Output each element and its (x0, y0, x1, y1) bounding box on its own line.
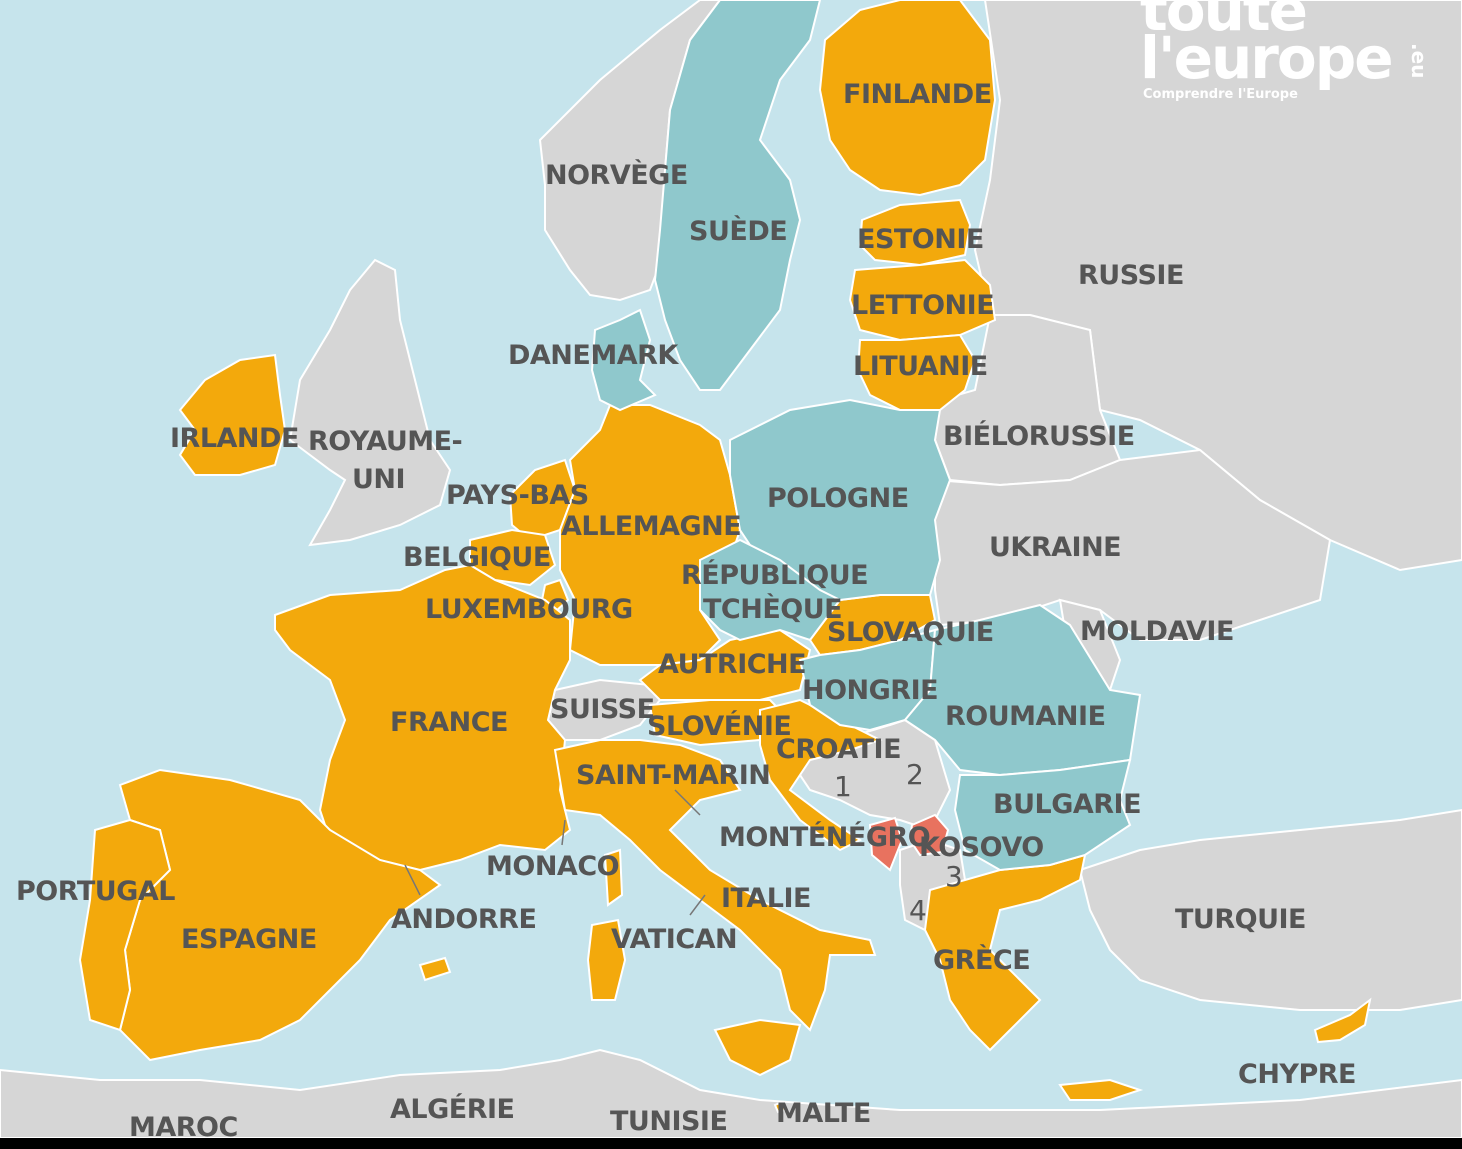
country-malte (773, 1100, 787, 1114)
country-france (274, 563, 572, 872)
label-pays-bas: PAYS-BAS (446, 480, 589, 511)
label-andorre: ANDORRE (391, 904, 536, 935)
number-2: 2 (906, 758, 924, 791)
country-sardaigne (586, 918, 627, 1001)
eurozone-members (78, 0, 1372, 1114)
country-finlande (818, 0, 997, 197)
label-saint-marin: SAINT-MARIN (576, 760, 770, 791)
label-hongrie: HONGRIE (802, 675, 938, 706)
country-lettonie (848, 258, 997, 342)
label-vatican: VATICAN (611, 924, 737, 955)
label-france: FRANCE (390, 707, 508, 738)
label-royaume-uni-2: UNI (352, 464, 405, 495)
label-lituanie: LITUANIE (853, 351, 988, 382)
label-malte: MALTE (776, 1098, 871, 1129)
label-norvege: NORVÈGE (545, 159, 688, 191)
label-maroc: MAROC (129, 1112, 238, 1138)
balkan-numbers: 1 2 3 4 (834, 758, 963, 927)
label-bulgarie: BULGARIE (993, 789, 1141, 820)
number-3: 3 (945, 860, 963, 893)
logo-line2: l'europe (1140, 24, 1392, 92)
bottom-bar (0, 1138, 1462, 1149)
label-slovaquie: SLOVAQUIE (827, 617, 994, 648)
label-roumanie: ROUMANIE (945, 701, 1106, 732)
leader-lines (404, 789, 706, 916)
label-monaco: MONACO (486, 851, 619, 882)
label-pologne: POLOGNE (767, 483, 909, 514)
label-suisse: SUISSE (550, 694, 655, 725)
number-1: 1 (834, 770, 852, 803)
label-grece: GRÈCE (933, 944, 1030, 976)
country-italie (553, 739, 877, 1032)
country-tcheque (699, 538, 842, 642)
leader-saint-marin (674, 789, 701, 816)
country-royaume-uni (288, 258, 452, 547)
label-royaume-uni-1: ROYAUME- (308, 426, 462, 457)
label-bielorussie: BIÉLORUSSIE (943, 420, 1135, 452)
country-chypre (1313, 997, 1372, 1044)
label-montenegro: MONTÉNÉGRO (719, 821, 930, 853)
label-kosovo: KOSOVO (919, 832, 1044, 863)
leader-andorre (404, 864, 421, 896)
country-irlande (178, 353, 287, 476)
label-tunisie: TUNISIE (610, 1106, 727, 1137)
country-turquie (1078, 808, 1462, 1011)
country-autriche (638, 628, 812, 701)
label-moldavie: MOLDAVIE (1080, 616, 1234, 647)
country-suede (653, 0, 822, 391)
label-danemark: DANEMARK (508, 340, 679, 371)
logo-line1: toute (1140, 0, 1306, 44)
label-irlande: IRLANDE (170, 423, 299, 454)
label-russie: RUSSIE (1078, 260, 1184, 291)
country-bulgarie (953, 758, 1132, 872)
label-tcheque: TCHÈQUE (703, 593, 842, 625)
country-estonie (858, 198, 972, 267)
toute-leurope-logo: toute l'europe Comprendre l'Europe .eu (1140, 0, 1431, 102)
country-montenegro (868, 816, 904, 872)
country-afrique-nord (0, 1048, 1462, 1138)
label-algerie: ALGÉRIE (390, 1093, 515, 1125)
country-danemark (590, 308, 657, 412)
label-croatie: CROATIE (776, 734, 901, 765)
label-suede: SUÈDE (689, 215, 787, 247)
leader-monaco (561, 819, 566, 846)
label-italie: ITALIE (721, 883, 811, 914)
logo-tagline: Comprendre l'Europe (1143, 87, 1298, 102)
country-labels: FINLANDE NORVÈGE SUÈDE ESTONIE RUSSIE LE… (16, 79, 1357, 1138)
logo-domain: .eu (1407, 43, 1431, 78)
label-belgique: BELGIQUE (403, 542, 551, 573)
country-lituanie (856, 333, 977, 411)
country-crete (1058, 1078, 1144, 1101)
label-lettonie: LETTONIE (851, 290, 994, 321)
label-turquie: TURQUIE (1175, 904, 1306, 935)
country-sicile (713, 1018, 802, 1077)
country-kosovo (908, 813, 950, 857)
leader-vatican (689, 894, 706, 916)
label-chypre: CHYPRE (1238, 1059, 1356, 1090)
label-luxembourg: LUXEMBOURG (425, 594, 633, 625)
label-espagne: ESPAGNE (181, 924, 317, 955)
label-allemagne: ALLEMAGNE (561, 511, 741, 542)
country-portugal (78, 818, 172, 1032)
country-baleares (418, 956, 452, 982)
label-autriche: AUTRICHE (658, 649, 806, 680)
label-slovenie: SLOVÉNIE (647, 710, 791, 742)
number-4: 4 (909, 894, 927, 927)
label-estonie: ESTONIE (857, 224, 984, 255)
candidate-countries (868, 813, 950, 872)
label-finlande: FINLANDE (843, 79, 992, 110)
label-portugal: PORTUGAL (16, 876, 175, 907)
eu-non-euro-members (590, 0, 1142, 872)
country-corse (603, 848, 624, 907)
label-ukraine: UKRAINE (989, 532, 1121, 563)
label-republique: RÉPUBLIQUE (681, 559, 868, 591)
